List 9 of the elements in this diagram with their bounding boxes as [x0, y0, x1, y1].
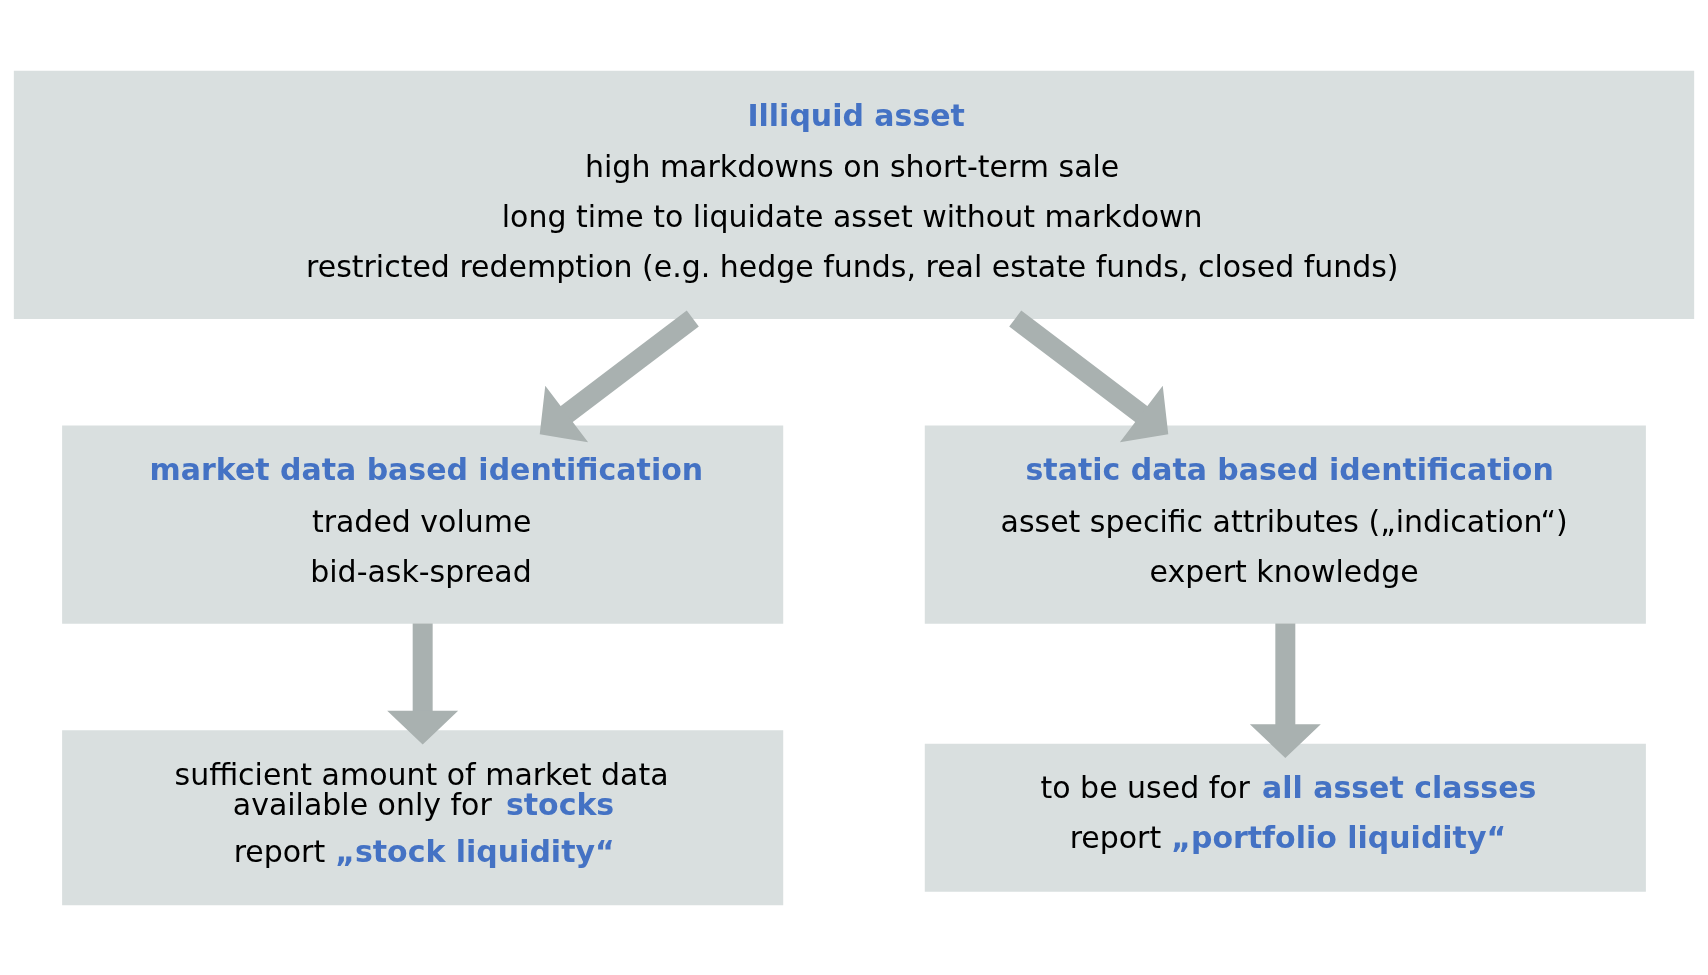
arrow: [387, 623, 459, 744]
node-box: sufficient amount of market data available only for stocks report „stock liquidity“: [62, 729, 784, 905]
node-box: static data based identification asset specific attributes („indication“) expert knowledge: [924, 425, 1646, 624]
arrow: [1249, 623, 1321, 758]
arrow: [539, 310, 699, 442]
node-box: Illiquid asset high markdowns on short-term sale long time to liquidate asset without markdown restricted redemption (e.g. hedge funds, real estate funds, closed funds): [13, 70, 1695, 319]
node-box: market data based identification traded volume bid-ask-spread: [62, 425, 784, 624]
arrow: [1009, 310, 1169, 442]
node-box: to be used for all asset classes report „portfolio liquidity“: [924, 743, 1646, 892]
